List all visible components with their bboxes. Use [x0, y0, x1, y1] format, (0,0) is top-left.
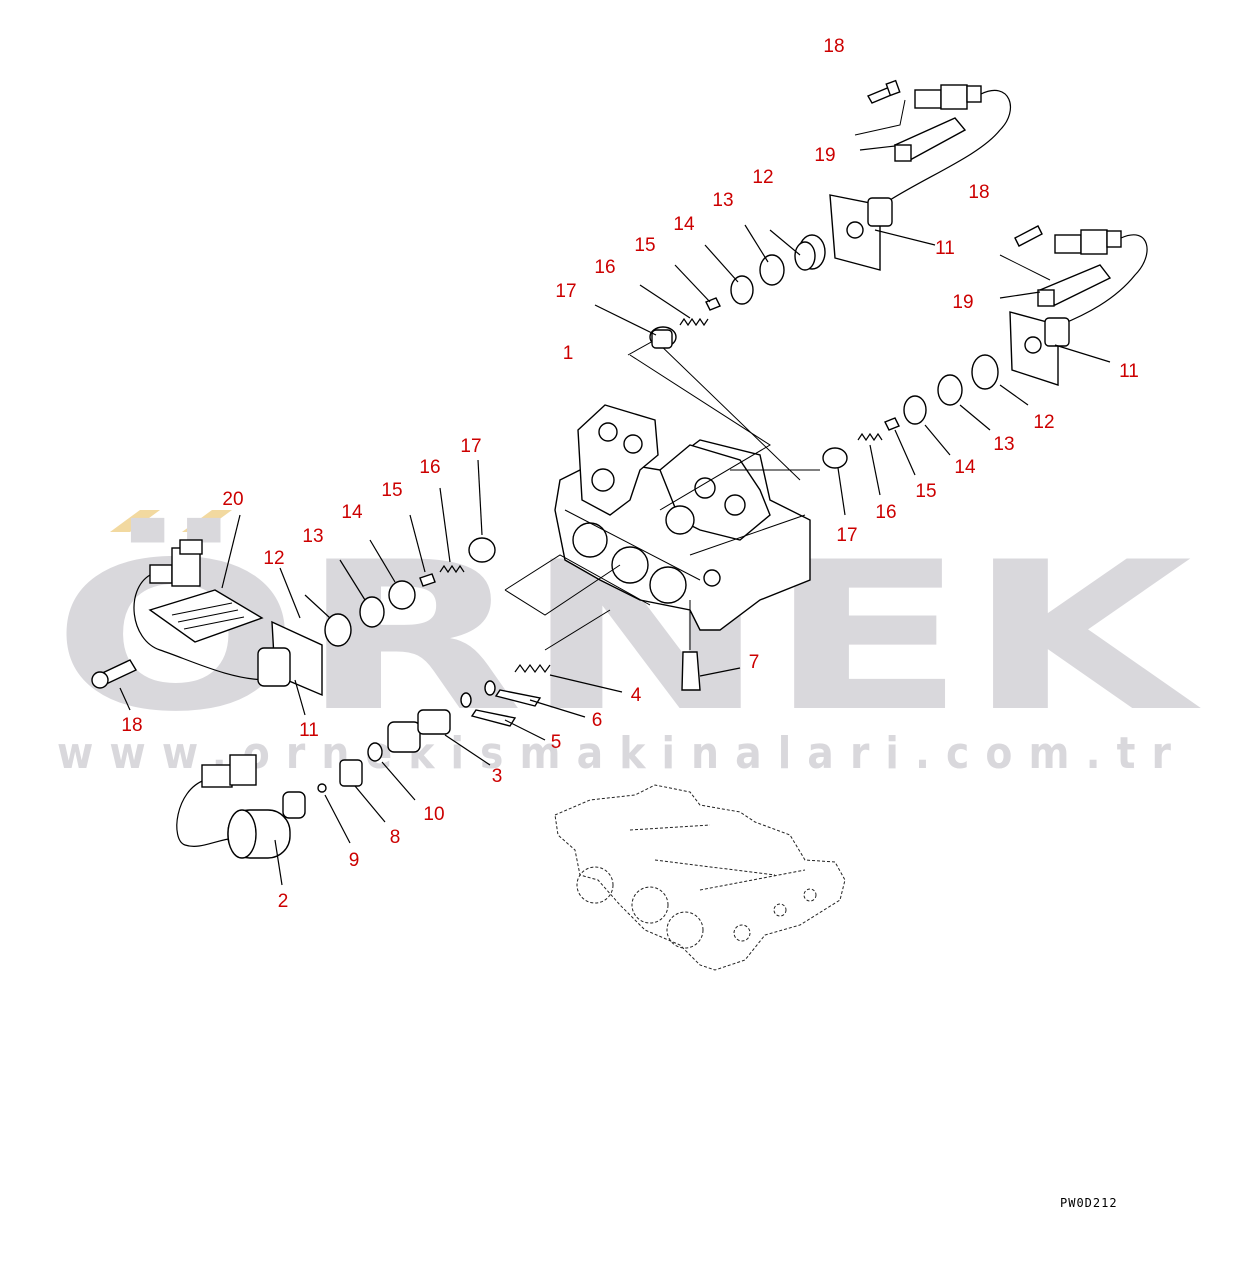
seal-13-left [359, 596, 385, 628]
pin-15-right [884, 417, 900, 431]
ball-9 [317, 783, 327, 793]
callout-19: 19 [814, 145, 835, 166]
callout-10: 10 [423, 804, 444, 825]
spool-3 [387, 721, 421, 753]
spring-16-upper [679, 317, 709, 327]
callout-18: 18 [968, 182, 989, 203]
callout-20: 20 [222, 489, 243, 510]
spool-stack-upper [594, 224, 826, 349]
plug-14-upper [730, 275, 754, 305]
solenoid-assembly-upper [829, 79, 1011, 271]
callout-16: 16 [594, 257, 615, 278]
valve-body [554, 404, 811, 631]
callout-5: 5 [551, 732, 562, 753]
callout-numbers: 18 19 12 13 14 15 16 17 11 18 19 11 12 1… [121, 36, 1138, 912]
callout-19: 19 [952, 292, 973, 313]
plug-14-left [388, 580, 416, 610]
solenoid-assembly-left [91, 459, 496, 716]
spring-12-right [971, 354, 999, 390]
plug-14-right [903, 395, 927, 425]
bolt-18-right [1014, 225, 1043, 247]
callout-6: 6 [592, 710, 603, 731]
callout-8: 8 [390, 827, 401, 848]
callout-17: 17 [555, 281, 576, 302]
callout-17: 17 [460, 436, 481, 457]
plate-5 [470, 709, 517, 727]
callout-11: 11 [299, 720, 319, 741]
solenoid-assembly-right [822, 225, 1148, 516]
callout-15: 15 [915, 481, 936, 502]
watermark-accent-left [110, 510, 160, 532]
callout-12: 12 [263, 548, 284, 569]
spring-16-right [857, 432, 883, 442]
spring-4 [514, 663, 551, 674]
callout-4: 4 [631, 685, 642, 706]
wire-2 [176, 779, 236, 847]
fitting-7 [681, 651, 701, 691]
callout-7: 7 [749, 652, 760, 673]
plug-8 [339, 759, 363, 787]
callout-13: 13 [712, 190, 733, 211]
seal-13-right [937, 374, 963, 406]
spring-12-left [324, 613, 352, 647]
callout-13: 13 [302, 526, 323, 547]
connector-plug-upper [889, 84, 1011, 201]
callout-15: 15 [634, 235, 655, 256]
callout-3: 3 [492, 766, 503, 787]
callout-16: 16 [419, 457, 440, 478]
bolt-18-upper [866, 79, 901, 104]
callout-18: 18 [823, 36, 844, 57]
callout-2: 2 [278, 891, 289, 912]
callout-13: 13 [993, 434, 1014, 455]
callout-14: 14 [673, 214, 695, 235]
callout-16: 16 [875, 502, 896, 523]
connector-plug-2 [201, 764, 233, 788]
callout-12: 12 [1033, 412, 1054, 433]
plate-6 [494, 689, 542, 707]
callout-1: 1 [563, 343, 574, 364]
callout-14: 14 [341, 502, 363, 523]
cap-17-right [822, 447, 848, 469]
callout-17: 17 [836, 525, 857, 546]
watermark-accent-right [182, 510, 232, 532]
spring-16-left [439, 564, 465, 574]
callout-15: 15 [381, 480, 402, 501]
callout-18: 18 [121, 715, 142, 736]
callout-14: 14 [954, 457, 976, 478]
drawing-code: PW0D212 [1060, 1196, 1118, 1210]
seal-13-upper [759, 254, 785, 286]
cap-17-left [468, 537, 496, 563]
pin-15-left [419, 573, 436, 587]
callout-11: 11 [1119, 361, 1139, 382]
callout-9: 9 [349, 850, 360, 871]
orifice-10 [367, 742, 383, 762]
lower-parts [176, 651, 741, 886]
callout-11: 11 [935, 238, 955, 259]
solenoid-11-upper [829, 194, 893, 271]
reference-valve-body [554, 784, 846, 971]
callout-12: 12 [752, 167, 773, 188]
bracket-19-upper [893, 117, 967, 162]
